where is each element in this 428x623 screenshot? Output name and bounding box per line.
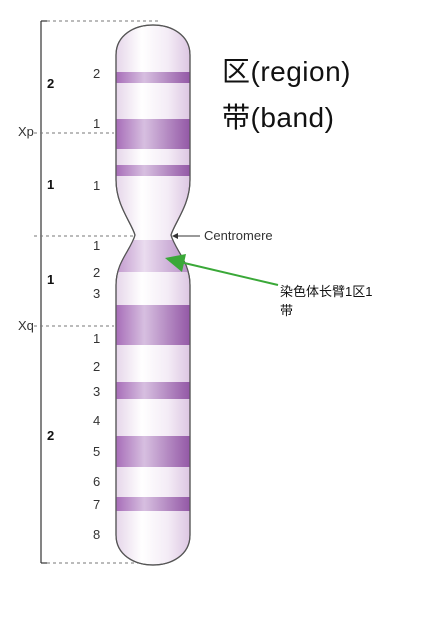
green-arrow	[165, 254, 279, 286]
region-q1: 1	[47, 272, 55, 287]
annotation-line2: 带	[280, 303, 294, 318]
band-label: 1	[93, 178, 101, 193]
band-label: 2	[93, 66, 101, 81]
arm-bracket	[40, 20, 47, 564]
band-label: 6	[93, 474, 101, 489]
band-q2-5	[116, 436, 190, 467]
band-label: 1	[93, 116, 101, 131]
region-guide-lines	[34, 20, 160, 564]
arm-label-long: Xq	[18, 318, 34, 333]
centromere-pointer	[172, 233, 200, 239]
band-p2	[116, 72, 190, 83]
band-label: 5	[93, 444, 101, 459]
legend-region: 区(region)	[222, 56, 351, 87]
region-p1: 1	[47, 177, 55, 192]
centromere-label: Centromere	[204, 228, 273, 243]
band-q2-1	[116, 305, 190, 345]
band-label: 3	[93, 286, 101, 301]
region-p2: 2	[47, 76, 55, 91]
band-q2-7	[116, 497, 190, 511]
chromosome	[115, 24, 191, 566]
band-label: 4	[93, 413, 101, 428]
band-p1-lower	[116, 165, 190, 176]
band-label: 1	[93, 331, 101, 346]
region-q2: 2	[47, 428, 55, 443]
band-label: 1	[93, 238, 101, 253]
band-label: 2	[93, 265, 101, 280]
band-label: 2	[93, 359, 101, 374]
annotation-line1: 染色体长臂1区1	[280, 284, 373, 299]
band-p1-upper	[116, 119, 190, 149]
legend-band: 带(band)	[222, 102, 335, 133]
band-label: 3	[93, 384, 101, 399]
band-label: 8	[93, 527, 101, 542]
band-label: 7	[93, 497, 101, 512]
band-q2-3	[116, 382, 190, 399]
arm-label-short: Xp	[18, 124, 34, 139]
